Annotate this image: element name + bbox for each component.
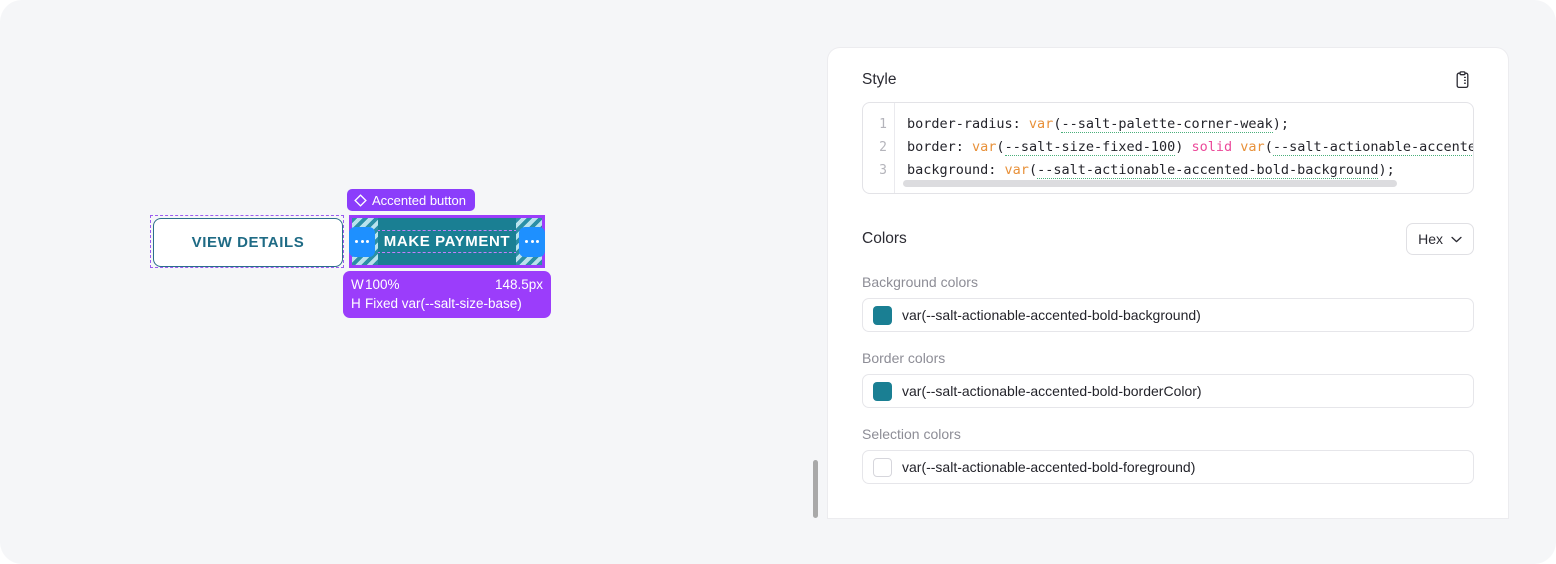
dimension-width-row: W 100% 148.5px [351, 275, 543, 294]
dimension-height-row: H Fixed var(--salt-size-base) [351, 294, 543, 313]
color-token-label: var(--salt-actionable-accented-bold-back… [902, 307, 1201, 323]
diamond-icon [354, 193, 367, 207]
code-scrollbar-thumb[interactable] [903, 180, 1398, 187]
code-gutter: 1 2 3 [863, 103, 895, 193]
chevron-down-icon [1451, 236, 1462, 242]
code-line: border-radius: var(--salt-palette-corner… [907, 116, 1290, 133]
color-group-label: Selection colors [862, 426, 961, 442]
color-swatch[interactable] [873, 305, 892, 325]
colors-section-header: Colors Hex [862, 222, 1474, 256]
color-row[interactable]: var(--salt-actionable-accented-bold-fore… [862, 450, 1474, 484]
style-section-header: Style [862, 48, 1474, 102]
color-token-label: var(--salt-actionable-accented-bold-fore… [902, 459, 1196, 475]
copy-style-button[interactable] [1450, 68, 1474, 92]
color-format-select[interactable]: Hex [1406, 223, 1474, 255]
resize-handle-left[interactable] [349, 226, 375, 257]
make-payment-label: MAKE PAYMENT [376, 230, 518, 253]
view-details-button[interactable]: VIEW DETAILS [153, 218, 343, 267]
line-number: 1 [879, 117, 887, 132]
code-line: border: var(--salt-size-fixed-100) solid… [907, 136, 1473, 159]
colors-section-title: Colors [862, 230, 907, 247]
color-token-label: var(--salt-actionable-accented-bold-bord… [902, 383, 1202, 399]
style-code-editor[interactable]: 1 2 3 border-radius: var(--salt-palette-… [862, 102, 1474, 194]
height-key: H [351, 296, 361, 311]
make-payment-button[interactable]: MAKE PAYMENT [352, 218, 542, 265]
panel-vertical-scrollbar[interactable] [813, 460, 818, 518]
color-row[interactable]: var(--salt-actionable-accented-bold-back… [862, 298, 1474, 332]
style-section-title: Style [862, 71, 897, 88]
properties-panel: Style 1 2 3 b [828, 48, 1508, 518]
code-horizontal-scrollbar[interactable] [903, 180, 1473, 187]
code-content[interactable]: border-radius: var(--salt-palette-corner… [895, 103, 1473, 193]
color-swatch[interactable] [873, 457, 892, 477]
component-type-label: Accented button [372, 192, 466, 208]
view-details-selection-box: VIEW DETAILS [150, 215, 344, 268]
color-row[interactable]: var(--salt-actionable-accented-bold-bord… [862, 374, 1474, 408]
resize-handle-right[interactable] [519, 226, 545, 257]
line-number: 3 [879, 163, 887, 178]
component-type-badge: Accented button [347, 189, 475, 211]
make-payment-selection-frame[interactable]: MAKE PAYMENT [349, 215, 545, 268]
width-computed: 148.5px [494, 277, 543, 292]
color-group: Border colors var(--salt-actionable-acce… [862, 350, 1474, 408]
width-value: 100% [365, 277, 400, 292]
clipboard-icon [1456, 71, 1468, 89]
color-format-value: Hex [1418, 231, 1443, 247]
code-line: background: var(--salt-actionable-accent… [907, 162, 1395, 179]
line-number: 2 [879, 140, 887, 155]
color-group: Background colors var(--salt-actionable-… [862, 274, 1474, 332]
width-key: W [351, 277, 364, 292]
color-swatch[interactable] [873, 381, 892, 401]
color-group-label: Background colors [862, 274, 978, 290]
height-value: Fixed var(--salt-size-base) [365, 296, 522, 311]
color-group: Selection colors var(--salt-actionable-a… [862, 426, 1474, 484]
dimension-tooltip: W 100% 148.5px H Fixed var(--salt-size-b… [343, 271, 551, 318]
component-preview-area: VIEW DETAILS Accented button MAKE PAYMEN… [150, 189, 551, 318]
color-group-label: Border colors [862, 350, 946, 366]
